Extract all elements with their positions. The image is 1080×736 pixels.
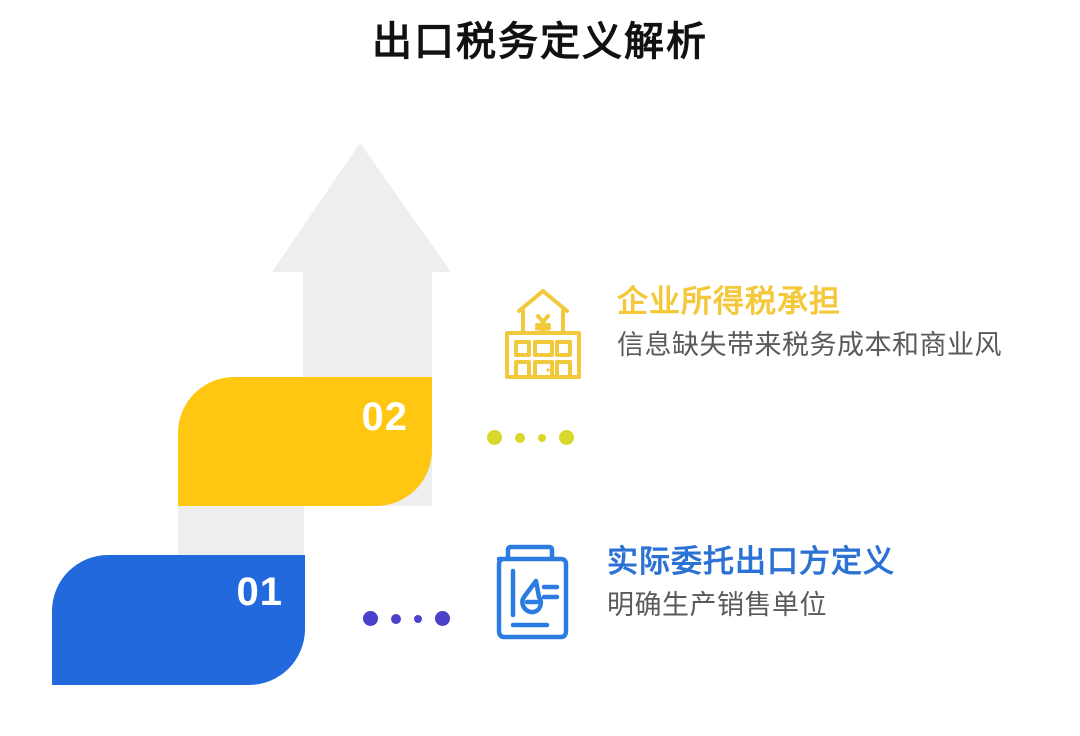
page-title: 出口税务定义解析	[372, 20, 708, 64]
dot-separator-purple	[363, 611, 450, 626]
step-content-01: 实际委托出口方定义 明确生产销售单位	[487, 543, 895, 645]
dot	[363, 611, 378, 626]
bank-building-icon	[505, 289, 581, 379]
step-content-01-text: 实际委托出口方定义 明确生产销售单位	[607, 543, 895, 623]
dot-separator-yellow	[487, 430, 574, 445]
dot	[487, 430, 502, 445]
dot	[435, 611, 450, 626]
step-number-02: 02	[361, 395, 408, 439]
dot	[559, 430, 574, 445]
step-content-02: 企业所得税承担 信息缺失带来税务成本和商业风	[497, 283, 1002, 383]
step-block-02[interactable]: 02	[178, 377, 432, 506]
step-subtext-01: 明确生产销售单位	[607, 589, 827, 620]
step-content-02-text: 企业所得税承担 信息缺失带来税务成本和商业风	[617, 283, 1002, 363]
dot	[515, 432, 525, 443]
step-block-01[interactable]: 01	[52, 555, 305, 685]
step-heading-01: 实际委托出口方定义	[607, 544, 895, 579]
dot	[391, 613, 401, 624]
dot	[414, 614, 422, 623]
document-drop-icon	[496, 544, 569, 640]
dot	[538, 433, 546, 442]
step-number-01: 01	[236, 570, 283, 614]
step-heading-02: 企业所得税承担	[617, 284, 841, 319]
step-subtext-02: 信息缺失带来税务成本和商业风	[617, 329, 1002, 360]
